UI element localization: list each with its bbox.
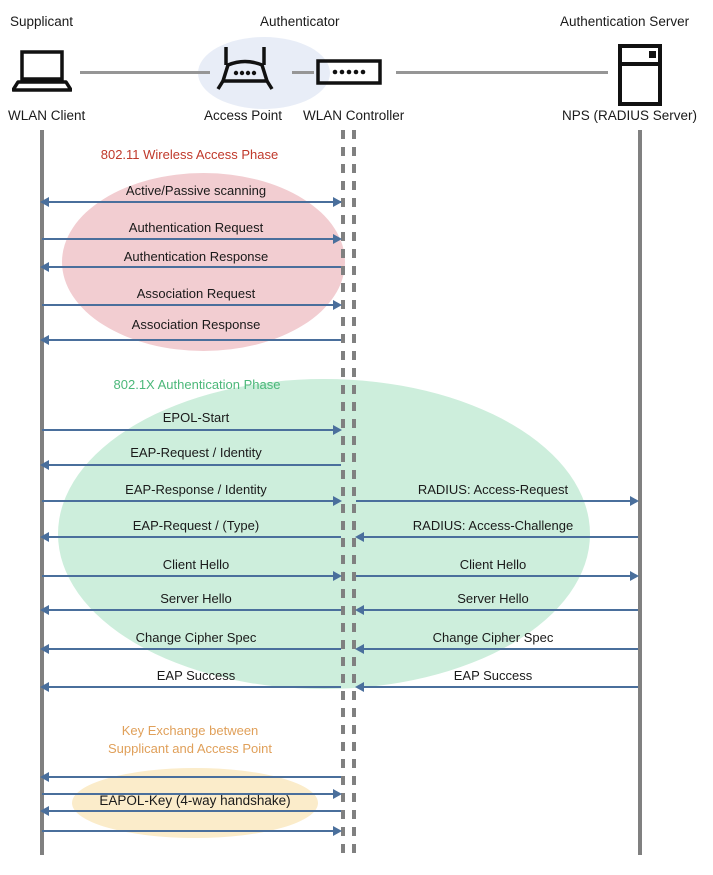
message-line [49,648,341,650]
message-label-eap-request-identity: EAP-Request / Identity [130,445,262,460]
arrow-head-right [333,234,342,244]
arrow-head-right [333,789,342,799]
message-label-eap-response-identity: EAP-Response / Identity [125,482,267,497]
message-label-authentication-response: Authentication Response [123,249,269,264]
network-switch-icon [316,59,382,90]
message-line [42,575,333,577]
message-line [49,686,341,688]
message-label-authentication-request: Authentication Request [128,220,264,235]
arrow-head-right [333,571,342,581]
wlan-controller-lifeline-right [352,130,356,855]
message-label-client-hello-left: Client Hello [162,557,230,572]
wlan-controller-lifeline-left [341,130,345,855]
message-line [42,238,333,240]
arrow-head-left [355,644,364,654]
arrow-head-right [333,826,342,836]
phase-title-wireless-access: 802.11 Wireless Access Phase [100,147,279,162]
arrow-head-right [333,300,342,310]
wire-ap-to-controller [292,71,314,74]
wire-controller-to-server [396,71,608,74]
arrow-head-left [355,682,364,692]
message-line [49,810,341,812]
message-line [49,339,341,341]
arrow-head-left [40,532,49,542]
message-line [49,266,341,268]
actor-device-wlan-controller: WLAN Controller [303,108,405,123]
phase-title-key-exchange: Key Exchange between Supplicant and Acce… [107,723,273,756]
arrow-head-left [40,197,49,207]
arrow-head-left [40,460,49,470]
message-line [49,776,341,778]
message-label-radius-access-request: RADIUS: Access-Request [417,482,569,497]
supplicant-lifeline [40,130,44,855]
arrow-head-left [355,532,364,542]
message-line [364,609,638,611]
message-line [356,575,630,577]
message-line [356,500,630,502]
wire-client-to-ap [80,71,210,74]
arrow-head-right [333,425,342,435]
phase-blob-key-exchange [72,768,318,838]
actor-role-authentication-server: Authentication Server [560,14,690,29]
actor-device-wlan-client: WLAN Client [8,108,86,123]
arrow-head-left [40,644,49,654]
message-label-epol-start: EPOL-Start [162,410,230,425]
arrow-head-right [630,571,639,581]
message-line [42,429,333,431]
message-label-association-request: Association Request [136,286,256,301]
arrow-head-right [333,197,342,207]
message-line [42,304,333,306]
arrow-head-left [355,605,364,615]
arrow-head-left [40,772,49,782]
message-label-eapol-key-4-way-handshake: EAPOL-Key (4-way handshake) [99,793,291,808]
arrow-head-right [630,496,639,506]
message-line [42,793,333,795]
auth-server-lifeline [638,130,642,855]
actor-role-supplicant: Supplicant [10,14,74,29]
message-label-eap-success-right: EAP Success [453,668,533,683]
server-rack-icon [618,44,662,111]
message-label-client-hello-right: Client Hello [459,557,527,572]
message-label-association-response: Association Response [131,317,261,332]
actor-device-access-point: Access Point [204,108,283,123]
message-label-active-passive-scanning: Active/Passive scanning [125,183,267,198]
message-label-change-cipher-spec-right: Change Cipher Spec [432,630,554,645]
arrow-head-left [40,605,49,615]
message-line [364,536,638,538]
message-label-eap-success-left: EAP Success [156,668,236,683]
message-line [364,686,638,688]
message-label-server-hello-right: Server Hello [457,591,529,606]
laptop-icon [11,50,73,97]
arrow-head-left [40,682,49,692]
message-label-change-cipher-spec-left: Change Cipher Spec [135,630,257,645]
actor-device-nps-radius-server: NPS (RADIUS Server) [562,108,698,123]
message-line [42,830,333,832]
message-line [49,609,341,611]
wireless-access-point-icon [214,45,276,98]
message-line [49,464,341,466]
arrow-head-left [40,262,49,272]
message-line [364,648,638,650]
arrow-head-left [40,806,49,816]
arrow-head-left [40,335,49,345]
phase-title-802-1x: 802.1X Authentication Phase [113,377,281,392]
actor-role-authenticator: Authenticator [260,14,340,29]
message-line [49,536,341,538]
message-label-eap-request-type: EAP-Request / (Type) [132,518,260,533]
message-line [42,500,333,502]
message-label-radius-access-challenge: RADIUS: Access-Challenge [412,518,574,533]
message-line [49,201,341,203]
arrow-head-right [333,496,342,506]
message-label-server-hello-left: Server Hello [160,591,232,606]
